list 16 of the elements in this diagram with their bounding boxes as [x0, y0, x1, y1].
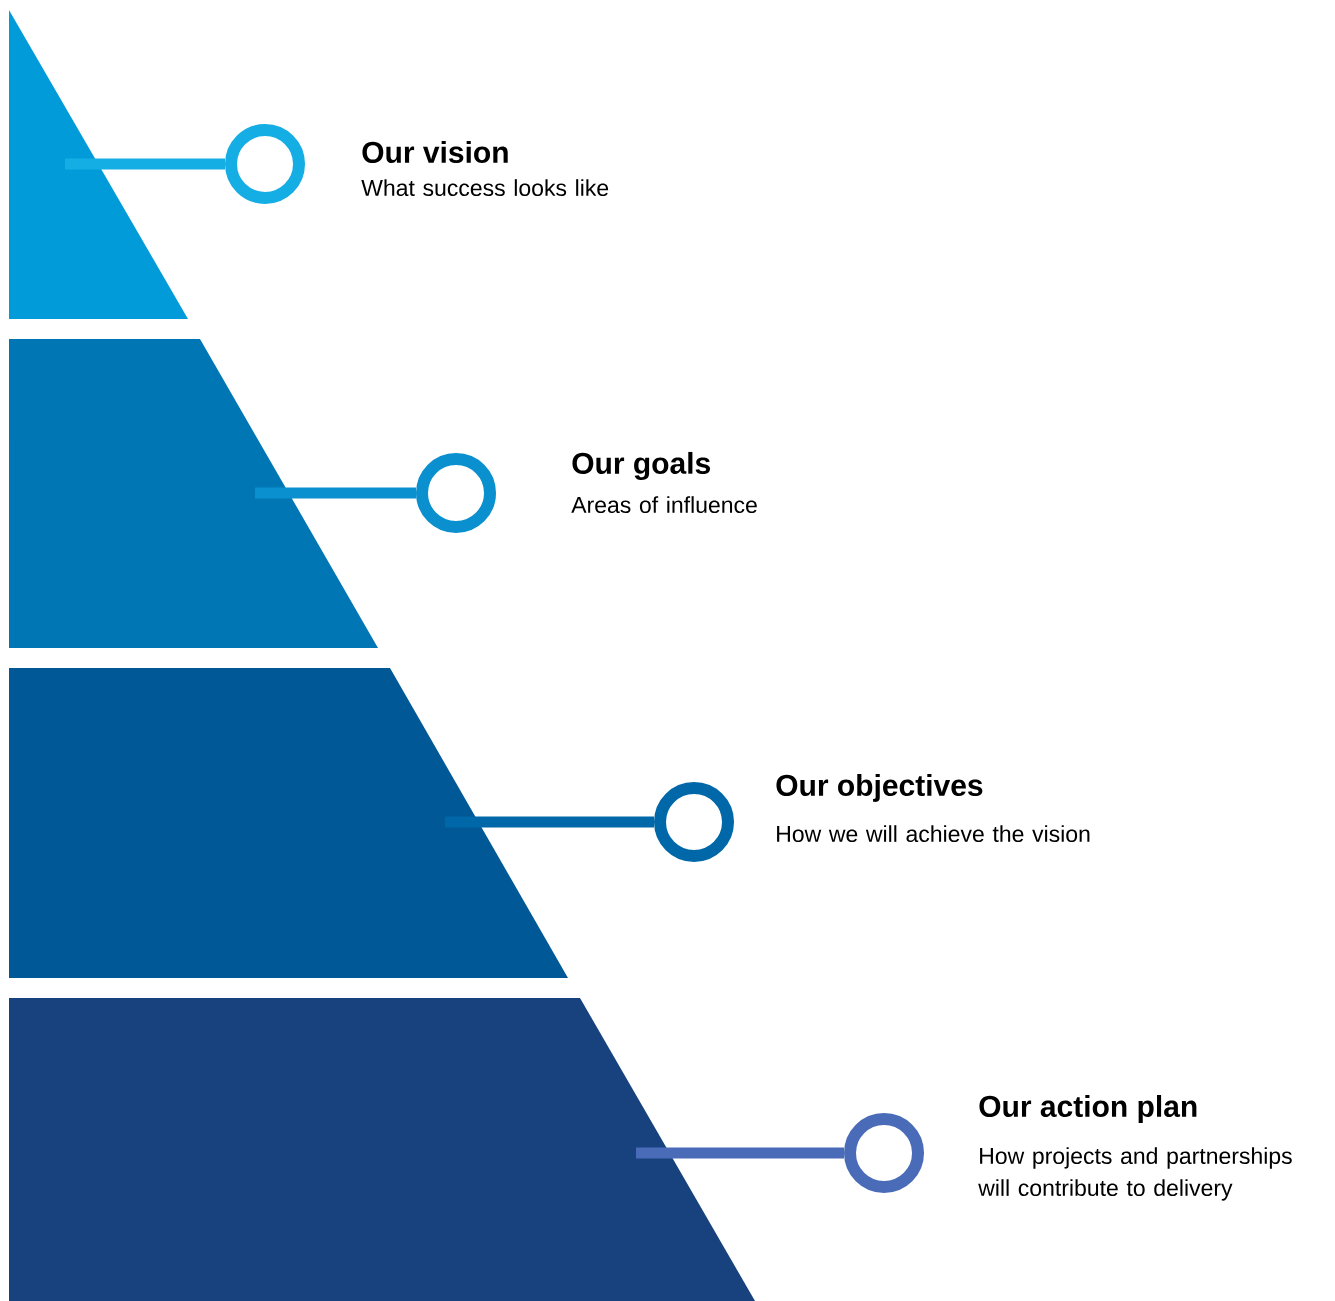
connector-line — [65, 158, 225, 170]
pyramid-band — [9, 998, 755, 1301]
description-text: How we will achieve the vision — [777, 825, 1090, 843]
description-text: How projects and partnerships will contribute to delivery — [978, 1147, 1292, 1201]
pyramid-band — [9, 10, 188, 319]
pyramid-band — [9, 668, 568, 978]
connector-line — [255, 487, 416, 499]
description-text: What success looks like — [361, 179, 609, 197]
heading-text: Our vision — [362, 140, 508, 163]
connector-line — [445, 816, 654, 828]
pyramid-band — [9, 339, 378, 648]
heading-text: Our objectives — [776, 774, 983, 802]
heading-text: Our action plan — [979, 1095, 1197, 1123]
connector-line — [636, 1147, 844, 1159]
description-text: Areas of influence — [571, 496, 757, 514]
heading-text: Our goals — [572, 451, 710, 481]
